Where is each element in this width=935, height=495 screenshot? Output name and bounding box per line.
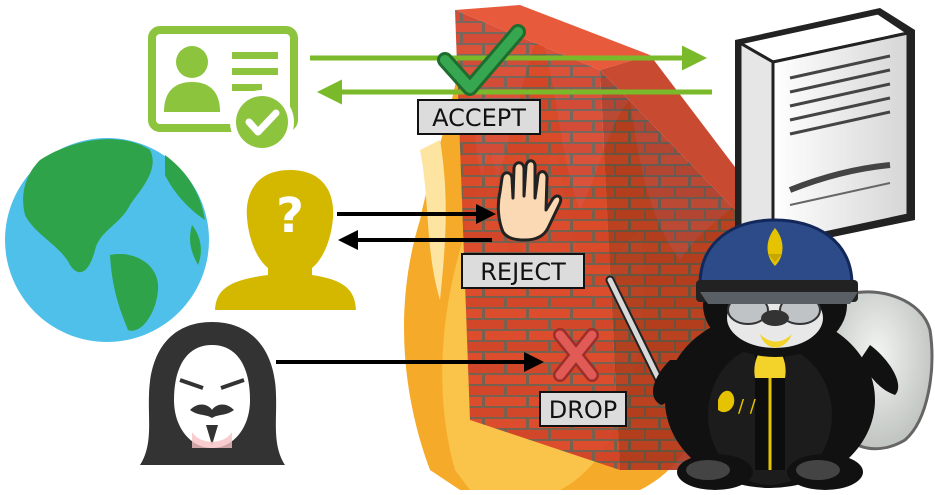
reject-label: REJECT xyxy=(461,253,585,289)
drop-x-icon xyxy=(553,328,599,382)
reject-hand-icon xyxy=(496,159,563,242)
accept-label-text: ACCEPT xyxy=(432,104,526,132)
accept-check-icon xyxy=(437,24,526,96)
unknown-user-question-icon: ? xyxy=(215,170,356,310)
drop-label: DROP xyxy=(539,391,627,427)
server-tower-icon xyxy=(735,8,915,250)
svg-text:?: ? xyxy=(276,188,304,244)
reject-flow xyxy=(337,204,496,250)
globe-icon xyxy=(5,138,209,342)
accept-label: ACCEPT xyxy=(417,99,541,135)
hooded-anonymous-mask-icon xyxy=(140,322,285,465)
svg-text:/ /: / / xyxy=(738,396,757,417)
id-card-check-icon xyxy=(148,26,298,154)
drop-label-text: DROP xyxy=(549,396,618,424)
tux-guard-penguin-icon: / / xyxy=(605,218,934,490)
reject-label-text: REJECT xyxy=(480,258,566,286)
